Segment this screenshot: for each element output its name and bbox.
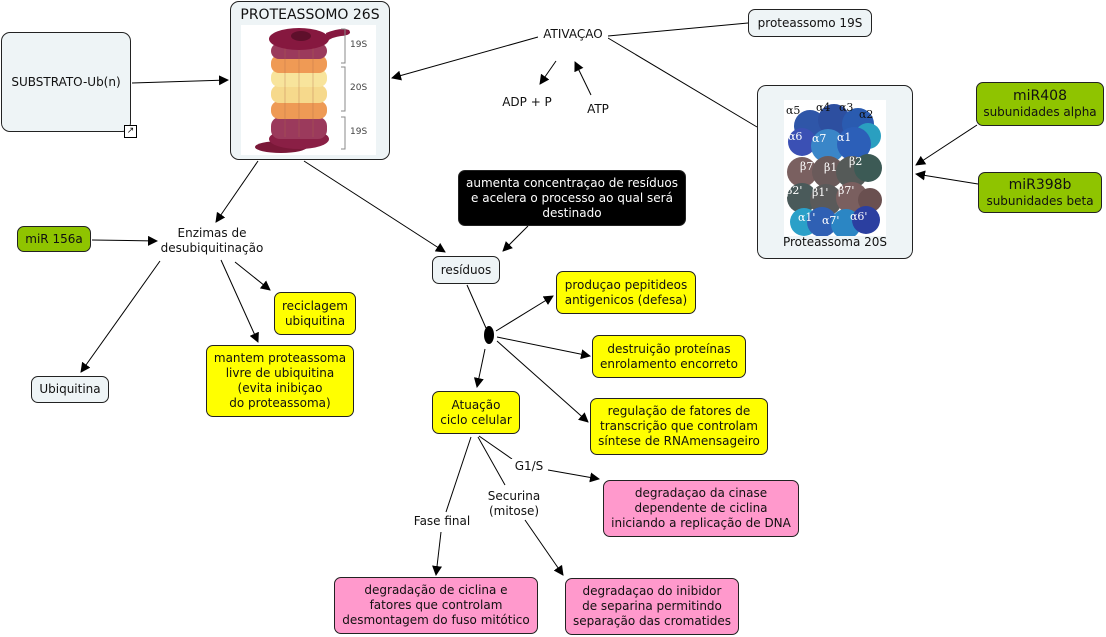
link-ativacao-20s bbox=[607, 37, 758, 128]
link-securina-inibidor bbox=[524, 519, 564, 576]
link-ativacao-adp bbox=[539, 60, 557, 85]
adp-concept[interactable]: ADP + P bbox=[498, 95, 556, 110]
ubiquitina-label: Ubiquitina bbox=[39, 382, 101, 396]
link-residuos-hub bbox=[466, 284, 487, 329]
atuacao-label: Atuação ciclo celular bbox=[440, 397, 512, 427]
link-enzimas-mantem bbox=[220, 259, 259, 343]
destruicao-label: destruição proteínas enrolamento encorre… bbox=[600, 341, 738, 371]
link-label-securina: Securina (mitose) bbox=[484, 489, 544, 519]
aumenta-label: aumenta concentraçao de resíduos e acele… bbox=[465, 175, 678, 220]
alpha2-label: α2 bbox=[859, 108, 874, 121]
link-mir398b-20s bbox=[915, 170, 979, 185]
alpha6-label: α6 bbox=[788, 130, 803, 143]
mir156a-label: miR 156a bbox=[25, 231, 83, 246]
alpha4-label: α4 bbox=[816, 101, 831, 114]
beta7-label: β7 bbox=[800, 160, 814, 173]
enzimas-concept[interactable]: Enzimas de desubiquitinação bbox=[158, 226, 266, 256]
alpha1p-label: α1' bbox=[798, 211, 816, 224]
residuos-label: resíduos bbox=[440, 262, 492, 277]
aumenta-node[interactable]: aumenta concentraçao de resíduos e acele… bbox=[458, 170, 686, 226]
beta1p-label: β1' bbox=[812, 186, 829, 199]
alpha1-label: α1 bbox=[837, 131, 852, 144]
link-enzimas-ubiquitina bbox=[80, 260, 161, 373]
link-aumenta-residuos bbox=[502, 225, 529, 252]
link-g1s-cinase bbox=[547, 469, 600, 483]
alpha7p-label: α7' bbox=[822, 214, 840, 227]
mantem-node[interactable]: mantem proteassoma livre de ubiquitina (… bbox=[206, 345, 354, 417]
ativacao-concept[interactable]: ATIVAÇAO bbox=[538, 27, 608, 42]
atp-concept[interactable]: ATP bbox=[582, 102, 614, 117]
ubiquitina-node[interactable]: Ubiquitina bbox=[31, 376, 109, 403]
alpha3-label: α3 bbox=[839, 101, 854, 114]
link-atuacao-fase bbox=[445, 436, 472, 513]
link-mir156a-enzimas bbox=[91, 235, 158, 246]
mir408-subtitle: subunidades alpha bbox=[983, 105, 1097, 119]
proteassomo-26s-image: 19S 20S 19S bbox=[241, 25, 376, 155]
mantem-label: mantem proteassoma livre de ubiquitina (… bbox=[213, 351, 347, 410]
mir398b-subtitle: subunidades beta bbox=[986, 193, 1094, 208]
label-19s-top: 19S bbox=[350, 40, 368, 50]
regulacao-node[interactable]: regulação de fatores de transcrição que … bbox=[590, 398, 768, 455]
degradacao-ciclina-label: degradação de ciclina e fatores que cont… bbox=[342, 583, 530, 627]
link-atuacao-securina bbox=[477, 436, 506, 486]
regulacao-label: regulação de fatores de transcrição que … bbox=[598, 404, 760, 448]
degradacao-inibidor-label: degradaçao do inibidor de separina permi… bbox=[573, 584, 731, 628]
mir156a-node[interactable]: miR 156a bbox=[17, 226, 91, 252]
mir408-title: miR408 bbox=[1013, 88, 1067, 104]
link-ativacao-26s bbox=[391, 36, 539, 81]
link-26s-enzimas bbox=[215, 160, 259, 223]
mir408-node[interactable]: miR408 subunidades alpha bbox=[976, 82, 1104, 126]
link-label-fase-final: Fase final bbox=[408, 514, 476, 529]
branch-hub bbox=[484, 326, 494, 344]
producao-node[interactable]: produçao pepitideos antigenicos (defesa) bbox=[556, 271, 696, 314]
destruicao-node[interactable]: destruição proteínas enrolamento encorre… bbox=[592, 335, 746, 378]
link-enzimas-reciclagem bbox=[234, 261, 271, 291]
beta2-label: β2 bbox=[849, 155, 863, 168]
link-mir408-20s bbox=[915, 124, 978, 166]
proteassomo-26s-title: PROTEASSOMO 26S bbox=[240, 7, 380, 23]
substrato-node[interactable]: SUBSTRATO-Ub(n) bbox=[1, 32, 131, 132]
proteassomo-19s-label: proteassomo 19S bbox=[757, 15, 863, 30]
link-label-g1s: G1/S bbox=[510, 459, 548, 474]
link-substrato-26s bbox=[131, 75, 229, 86]
link-hub-destruicao bbox=[496, 336, 591, 360]
link-atp-ativacao bbox=[574, 61, 592, 96]
label-20s: 20S bbox=[350, 83, 368, 93]
beta2p-label: β2' bbox=[786, 184, 803, 197]
shortcut-link-icon[interactable]: ↗ bbox=[124, 125, 137, 138]
degradacao-cinase-node[interactable]: degradaçao da cinase dependente de cicli… bbox=[603, 480, 799, 537]
proteassomo-19s-node[interactable]: proteassomo 19S bbox=[748, 9, 872, 37]
alpha7-label: α7 bbox=[812, 132, 827, 145]
substrato-label: SUBSTRATO-Ub(n) bbox=[11, 74, 121, 89]
link-hub-regulacao bbox=[496, 340, 589, 423]
reciclagem-node[interactable]: reciclagem ubiquitina bbox=[274, 292, 356, 335]
link-26s-residuos bbox=[303, 160, 446, 253]
degradacao-cinase-label: degradaçao da cinase dependente de cicli… bbox=[611, 486, 791, 530]
link-hub-atuacao bbox=[473, 348, 486, 388]
proteassoma-20s-caption: Proteassoma 20S bbox=[782, 235, 888, 249]
producao-label: produçao pepitideos antigenicos (defesa) bbox=[564, 277, 688, 307]
mir398b-title: miR398b bbox=[1008, 176, 1072, 193]
link-19s-ativacao bbox=[607, 22, 749, 37]
link-fase-ciclina bbox=[432, 531, 443, 576]
alpha6p-label: α6' bbox=[850, 210, 868, 223]
reciclagem-label: reciclagem ubiquitina bbox=[282, 298, 348, 328]
link-atuacao-g1s bbox=[478, 435, 513, 460]
mir398b-node[interactable]: miR398b subunidades beta bbox=[978, 172, 1102, 213]
residuos-node[interactable]: resíduos bbox=[432, 256, 500, 284]
label-19s-bottom: 19S bbox=[350, 127, 368, 137]
link-hub-producao bbox=[495, 295, 554, 332]
proteassoma-20s-image: α5 α4 α3 α2 α6 α7 α1 β7 β1 β2 β2' β1' β7… bbox=[784, 100, 886, 236]
atuacao-node[interactable]: Atuação ciclo celular bbox=[432, 391, 520, 434]
beta7p-label: β7' bbox=[838, 184, 855, 197]
degradacao-ciclina-node[interactable]: degradação de ciclina e fatores que cont… bbox=[334, 577, 538, 634]
degradacao-inibidor-node[interactable]: degradaçao do inibidor de separina permi… bbox=[565, 578, 739, 635]
alpha5-label: α5 bbox=[786, 104, 801, 117]
beta1-label: β1 bbox=[824, 161, 838, 174]
